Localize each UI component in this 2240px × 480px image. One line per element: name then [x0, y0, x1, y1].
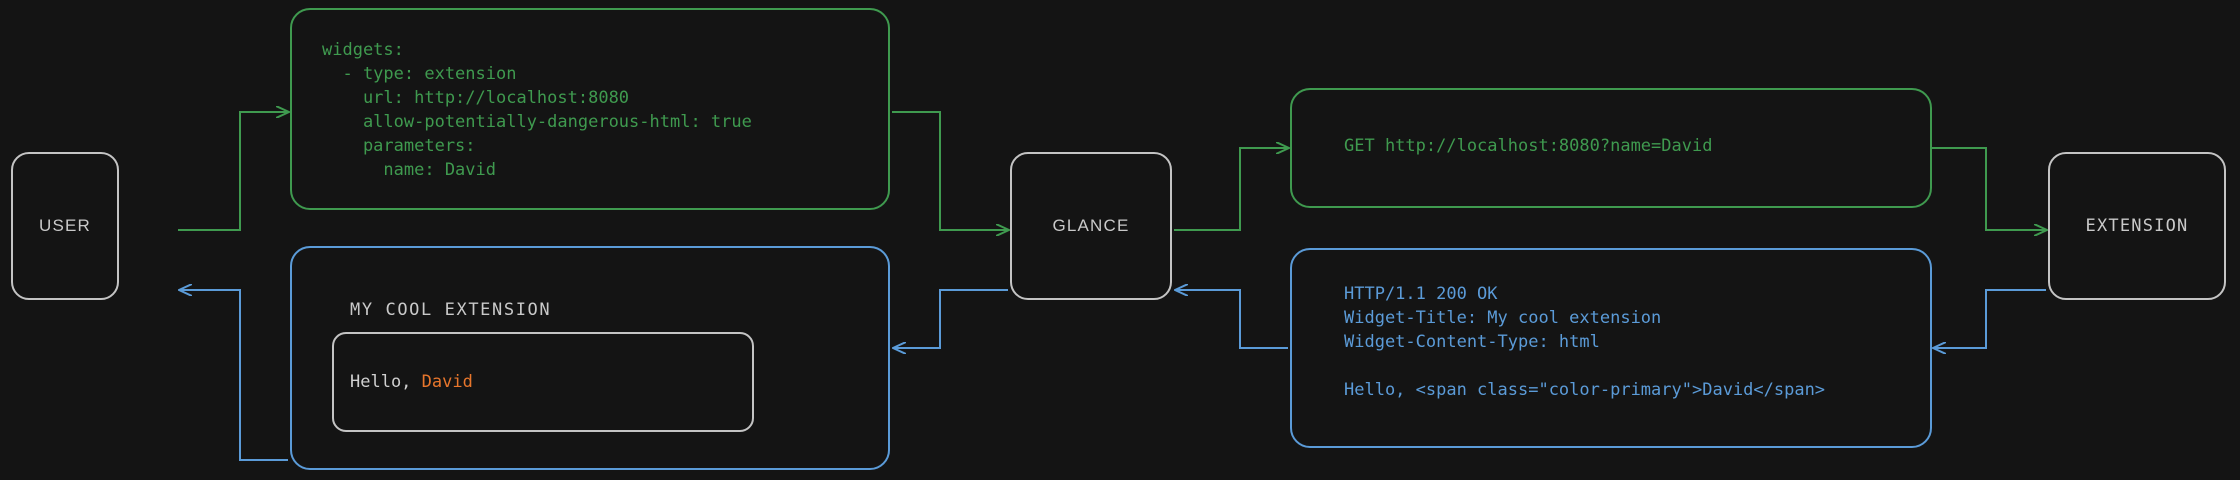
- rendered-widget-body-prefix: Hello,: [350, 372, 422, 392]
- node-glance-label: GLANCE: [1052, 216, 1130, 235]
- http-response-text: HTTP/1.1 200 OK Widget-Title: My cool ex…: [1344, 284, 1826, 400]
- node-user-label: USER: [38, 216, 92, 235]
- node-extension[interactable]: EXTENSION: [2048, 152, 2226, 300]
- connector-glance-to-request: [1174, 148, 1288, 231]
- panel-http-response[interactable]: HTTP/1.1 200 OK Widget-Title: My cool ex…: [1290, 248, 1932, 448]
- rendered-widget-content-box[interactable]: Hello, David: [332, 332, 754, 432]
- http-request-text: GET http://localhost:8080?name=David: [1344, 136, 1713, 156]
- panel-rendered-widget[interactable]: MY COOL EXTENSION Hello, David: [290, 246, 890, 470]
- node-glance[interactable]: GLANCE: [1010, 152, 1172, 300]
- rendered-widget-body: Hello, David: [334, 372, 473, 392]
- node-user[interactable]: USER: [11, 152, 119, 300]
- connector-response-to-glance: [1176, 290, 1288, 349]
- rendered-widget-body-accent: David: [421, 372, 473, 392]
- rendered-widget-title: MY COOL EXTENSION: [350, 300, 552, 320]
- panel-config-yaml[interactable]: widgets: - type: extension url: http://l…: [290, 8, 890, 210]
- config-yaml-text: widgets: - type: extension url: http://l…: [322, 40, 752, 180]
- panel-http-request[interactable]: GET http://localhost:8080?name=David: [1290, 88, 1932, 208]
- node-extension-label: EXTENSION: [2085, 216, 2189, 236]
- connector-glance-to-widget: [894, 289, 1008, 348]
- connector-request-to-extension: [1932, 147, 2046, 230]
- connector-config-to-glance: [892, 111, 1008, 230]
- connector-extension-to-response: [1934, 289, 2046, 348]
- connector-widget-to-user: [180, 290, 288, 461]
- connector-user-to-config: [178, 112, 288, 231]
